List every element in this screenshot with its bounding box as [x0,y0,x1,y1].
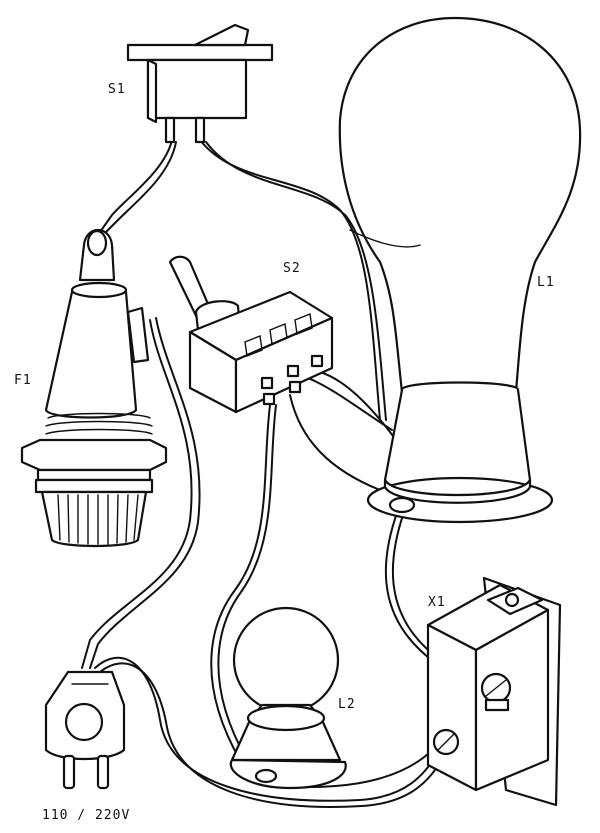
wire-s2-l2 [210,404,271,761]
label-voltage: 110 / 220V [42,808,130,823]
toggle-switch-icon [168,255,334,414]
wire-s1-l1-b [205,141,387,421]
terminal-block-x1: X1 [426,576,562,807]
fuse-holder-icon [20,229,168,548]
wire-s1-f1 [99,139,173,233]
terminal-block-icon [426,576,562,807]
ring-terminal [388,496,416,514]
pilot-lamp-icon [229,606,347,790]
wire-s2-ring [289,394,401,501]
fuse-holder-f1: F1 [14,229,168,548]
label-f1: F1 [14,373,32,388]
lamp-bulb-icon [338,16,582,524]
lamp-l1: L1 [338,16,582,524]
wire-plug-x1-b [99,662,451,808]
wire-s2-l2-b [217,404,277,759]
label-s2: S2 [283,261,301,276]
wire-f1-plug [81,319,193,669]
wire-s1-f1-b [103,141,177,235]
switch-s1: S1 [108,23,274,144]
switch-s2: S2 [168,255,334,414]
power-plug: 110 / 220V [42,670,130,823]
label-s1: S1 [108,82,126,97]
wire-s2-l1-b [319,371,397,441]
label-l1: L1 [537,275,555,290]
wire-f1-plug-b [89,317,201,669]
label-l2: L2 [338,697,356,712]
wire-plug-x1 [94,656,446,802]
rocker-switch-icon [126,23,274,144]
power-plug-icon [44,670,126,790]
label-x1: X1 [428,595,446,610]
lamp-l2: L2 [229,606,356,790]
